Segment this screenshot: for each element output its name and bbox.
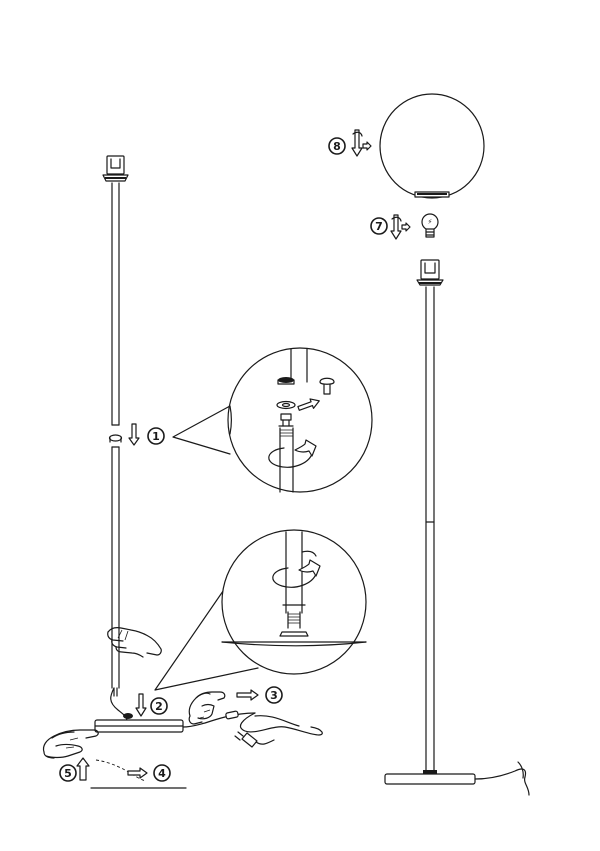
- step-2-down-arrow-icon: [135, 693, 147, 717]
- step-number-7: 7: [375, 220, 383, 233]
- step-badge-3: 3: [265, 686, 283, 704]
- step-8-arrows-icon: [351, 129, 372, 157]
- step-badge-7: 7: [370, 217, 388, 235]
- step-number-4: 4: [158, 767, 166, 780]
- pole-joint: [108, 434, 123, 443]
- right-lamp: ⚡: [351, 93, 530, 796]
- step-4-arrow-icon: [127, 767, 148, 779]
- inline-switch-icon: [225, 710, 239, 720]
- top-socket: [102, 155, 129, 182]
- globe-shade: [379, 93, 485, 199]
- detail-callout-unscrew: [172, 347, 373, 493]
- hand-on-base-icon: [188, 691, 226, 725]
- hand-lifting-base-icon: [42, 729, 99, 759]
- step-number-5: 5: [64, 767, 72, 780]
- step-7-arrows-icon: [390, 214, 411, 240]
- step-number-1: 1: [152, 430, 160, 443]
- screw-cap-icon: [319, 377, 335, 395]
- right-socket: [416, 259, 444, 286]
- lift-up-arrow-icon: [76, 757, 90, 781]
- upper-pole: [111, 182, 120, 426]
- left-lamp: [42, 155, 323, 789]
- right-power-cable: [474, 768, 530, 796]
- light-bulb-icon: ⚡: [421, 213, 439, 238]
- callout-pointer-2: [154, 577, 259, 691]
- detail-callout-screw-base: [154, 529, 367, 691]
- lower-pole: [111, 446, 120, 697]
- step-3-arrow-icon: [236, 689, 259, 701]
- step-badge-5: 5: [59, 764, 77, 782]
- step-badge-4: 4: [153, 764, 171, 782]
- step-badge-2: 2: [150, 697, 168, 715]
- callout-pointer: [172, 405, 231, 455]
- step-badge-1: 1: [147, 427, 165, 445]
- bulb-symbol: ⚡: [428, 218, 433, 226]
- left-base: [94, 713, 184, 733]
- step-number-2: 2: [155, 700, 163, 713]
- power-cable: [182, 710, 323, 748]
- step-1-down-arrow-icon: [128, 423, 140, 446]
- plug-icon: [234, 731, 275, 748]
- hand-holding-pole-icon: [107, 627, 162, 658]
- right-base: [384, 770, 476, 785]
- step-badge-8: 8: [328, 137, 346, 155]
- step-number-8: 8: [333, 140, 341, 153]
- step-number-3: 3: [270, 689, 278, 702]
